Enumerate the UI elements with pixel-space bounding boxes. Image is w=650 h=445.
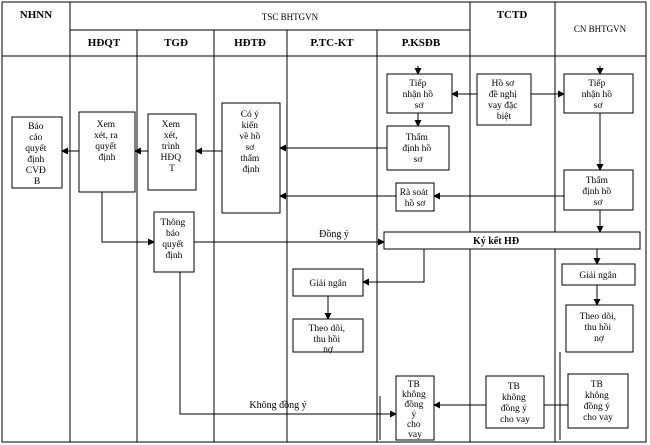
box-tham-dinh-2: [563, 169, 634, 211]
text-ra-soat: Rà soát hồ sơ: [400, 188, 431, 209]
text-tiep-nhan-2: Tiếp nhận hồ sơ: [582, 78, 615, 111]
box-giai-ngan-1: [292, 268, 364, 297]
text-bao-cao: Báo cáo quyết định CVĐ B: [25, 122, 48, 187]
text-theo-doi-2: Theo dõi, thu hồi nợ: [580, 312, 619, 344]
text-tiep-nhan-1: Tiếp nhận hồ sơ: [403, 78, 436, 111]
text-tb-1: TB không đồng ý cho vay: [402, 380, 428, 440]
text-thong-bao-qd: Thông báo quyết định: [160, 218, 187, 261]
box-bao-cao: [11, 116, 63, 189]
box-theo-doi-2: [565, 304, 634, 353]
text-giai-ngan-2: Giải ngân: [579, 271, 616, 281]
box-theo-doi-1: [292, 318, 364, 353]
text-co-y-kien: Có ý kiến về hồ sơ thẩm định: [239, 110, 262, 175]
text-tb-2: TB không đồng ý cho vay: [500, 382, 530, 425]
header-tsc: TSC BHTGVN: [262, 12, 319, 22]
text-xem-xet-trinh: Xem xét, trình HĐQ T: [161, 120, 184, 174]
box-tb-1: [395, 375, 435, 441]
connectors: [61, 66, 604, 440]
box-giai-ngan-2: [561, 263, 636, 286]
box-tb-2: [485, 375, 545, 429]
box-xem-xet-ra-qd: [78, 111, 136, 193]
text-ho-so-de-nghi: Hồ sơ đề nghị vay đặc biệt: [488, 78, 520, 122]
lane-headers: NHNN TSC BHTGVN TCTD CN BHTGVN HĐQT TGĐ …: [20, 9, 627, 49]
header-ptckt: P.TC-KT: [310, 37, 354, 49]
text-giai-ngan-1: Giải ngân: [309, 279, 346, 289]
box-ho-so-de-nghi: [476, 73, 532, 126]
box-tham-dinh-1: [386, 125, 450, 171]
box-tb-3: [567, 373, 629, 429]
box-texts: Báo cáo quyết định CVĐ B Xem xét, ra quy…: [25, 78, 619, 440]
box-tiep-nhan-1: [386, 73, 453, 114]
label-khong-dong-y: Không đồng ý: [249, 400, 306, 411]
header-pksdb: P.KSĐB: [402, 37, 441, 49]
text-tham-dinh-2: Thẩm định hồ sơ: [582, 175, 613, 208]
box-ky-ket: [383, 231, 641, 250]
header-hdtd: HĐTĐ: [234, 37, 266, 49]
box-tiep-nhan-2: [563, 73, 634, 114]
label-dong-y: Đồng ý: [319, 229, 349, 240]
header-tctd: TCTD: [497, 9, 528, 21]
box-ra-soat: [395, 182, 435, 212]
header-cn: CN BHTGVN: [574, 24, 627, 34]
text-theo-doi-1: Theo dõi, thu hồi nợ: [309, 324, 348, 355]
text-tham-dinh-1: Thẩm định hồ sơ: [402, 132, 433, 165]
text-xem-xet-ra-qd: Xem xét, ra quyết định: [94, 120, 120, 163]
box-thong-bao-qd: [153, 211, 195, 273]
text-tb-3: TB không đồng ý cho vay: [583, 380, 613, 423]
box-xem-xet-trinh: [147, 113, 197, 191]
process-boxes: [11, 73, 641, 441]
header-nhnn: NHNN: [20, 9, 52, 21]
box-co-y-kien: [221, 102, 281, 214]
header-hdqt: HĐQT: [88, 37, 121, 49]
header-tgd: TGĐ: [164, 37, 188, 49]
edge-labels: Đồng ý Không đồng ý: [249, 229, 348, 411]
text-ky-ket: Ký kết HĐ: [473, 236, 519, 247]
